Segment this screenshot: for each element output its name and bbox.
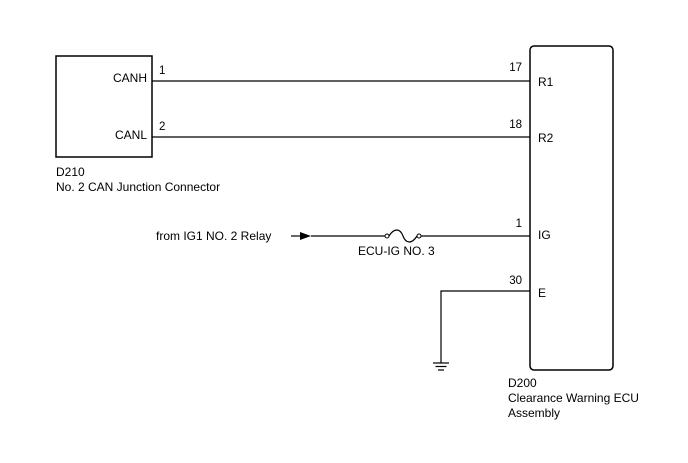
d200-ecu-box: [529, 45, 614, 371]
ground-symbol-icon: [433, 362, 449, 371]
fuse-right-terminal-icon: [416, 233, 422, 239]
d210-connector-box: [55, 55, 153, 158]
d200-ig-terminal-label: IG: [538, 228, 551, 242]
d210-pin-2-number: 2: [159, 121, 165, 133]
fuse-icon: [388, 229, 418, 243]
d210-connector-name: No. 2 CAN Junction Connector: [56, 180, 220, 194]
fuse-left-terminal-icon: [384, 233, 390, 239]
d200-ecu-name-line2: Assembly: [508, 406, 560, 420]
d210-connector-code: D210: [56, 165, 85, 179]
d200-ecu-code: D200: [508, 376, 537, 390]
d200-pin-1-number: 1: [516, 218, 522, 230]
fuse-label: ECU-IG NO. 3: [358, 244, 435, 258]
d210-canh-terminal-label: CANH: [113, 71, 147, 85]
power-source-label: from IG1 NO. 2 Relay: [156, 229, 271, 243]
d200-pin-30-number: 30: [509, 275, 522, 287]
d200-ecu-name-line1: Clearance Warning ECU: [508, 391, 639, 405]
d200-r2-terminal-label: R2: [538, 131, 554, 145]
d200-pin-18-number: 18: [509, 119, 522, 131]
d210-pin-1-number: 1: [159, 65, 165, 77]
d210-canl-terminal-label: CANL: [115, 128, 147, 142]
d200-pin-17-number: 17: [509, 62, 522, 74]
d200-e-terminal-label: E: [538, 286, 546, 300]
ground-wire: [440, 290, 530, 363]
supply-arrow-icon: [300, 232, 311, 240]
d200-r1-terminal-label: R1: [538, 75, 554, 89]
